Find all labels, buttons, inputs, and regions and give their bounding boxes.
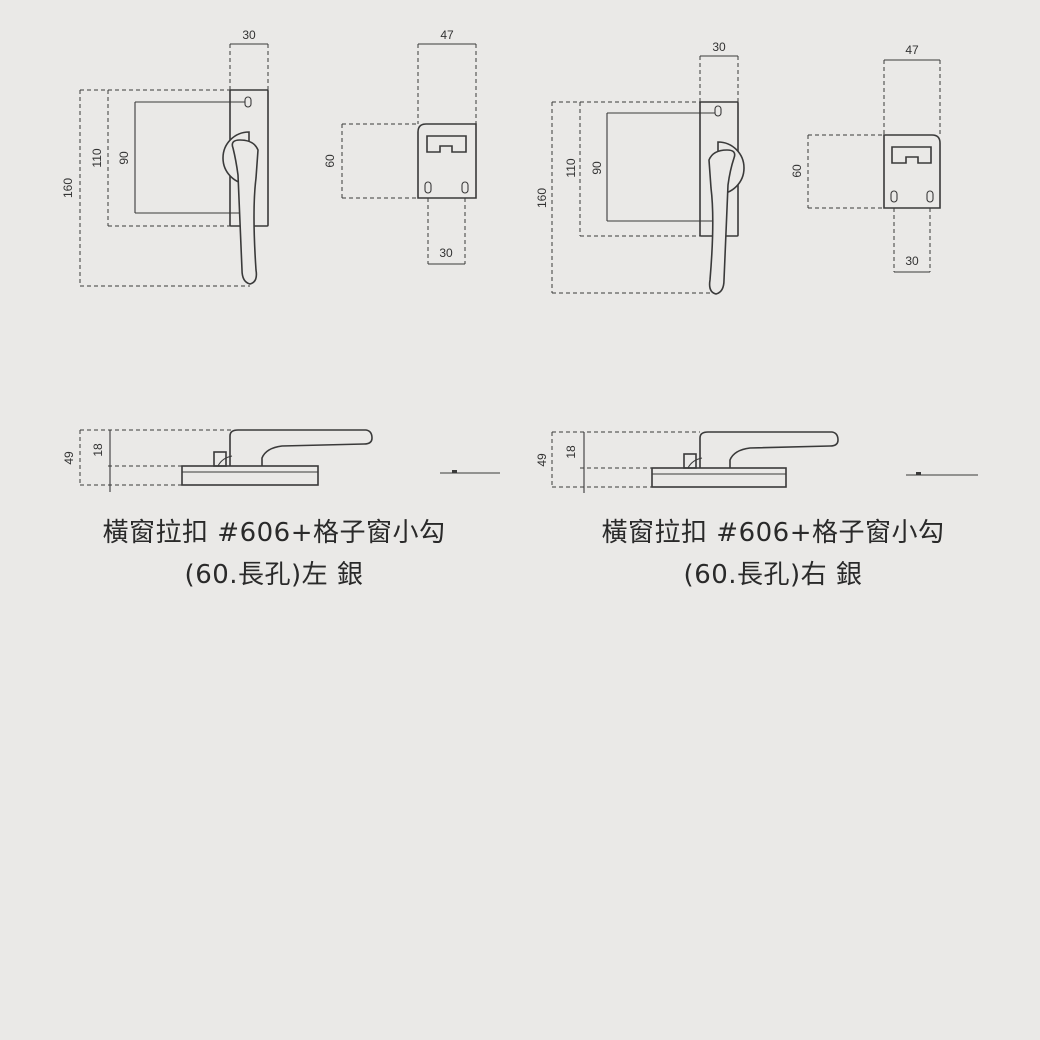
left-keeper-view: 47 60 30	[323, 28, 477, 265]
right-front-view: 30 160 110 90	[535, 40, 745, 295]
left-product-subtitle: (60.長孔)左 銀	[184, 560, 364, 590]
dim-keeper-holes-30-right: 30	[905, 254, 919, 268]
right-product-subtitle: (60.長孔)右 銀	[683, 560, 863, 590]
dim-height-160-right: 160	[535, 188, 549, 208]
left-side-view: 49 18	[62, 429, 500, 492]
dim-height-90-right: 90	[590, 161, 604, 175]
left-product-caption: 橫窗拉扣 #606+格子窗小勾 (60.長孔)左 銀	[44, 512, 504, 596]
right-side-view: 49 18	[535, 431, 978, 493]
dim-keeper-height-60-right: 60	[790, 164, 804, 178]
dim-height-18: 18	[91, 443, 105, 457]
dim-keeper-height-60: 60	[323, 154, 337, 168]
dim-height-18-right: 18	[564, 445, 578, 459]
right-keeper-view: 47 60 30	[790, 43, 941, 273]
dim-height-49-right: 49	[535, 453, 549, 467]
dim-keeper-width-47: 47	[440, 28, 454, 42]
dim-keeper-holes-30: 30	[439, 246, 453, 260]
left-product-title: 橫窗拉扣 #606+格子窗小勾	[102, 518, 446, 548]
dim-keeper-width-47-right: 47	[905, 43, 919, 57]
dim-height-160: 160	[61, 178, 75, 198]
right-product-caption: 橫窗拉扣 #606+格子窗小勾 (60.長孔)右 銀	[543, 512, 1003, 596]
dim-height-90: 90	[117, 151, 131, 165]
dim-width-30-right: 30	[712, 40, 726, 54]
dim-height-49: 49	[62, 451, 76, 465]
right-product-title: 橫窗拉扣 #606+格子窗小勾	[601, 518, 945, 548]
left-front-view: 30 160 110 90	[61, 28, 269, 287]
dim-height-110-right: 110	[564, 158, 578, 177]
dim-width-30: 30	[242, 28, 256, 42]
dim-height-110: 110	[90, 148, 104, 167]
